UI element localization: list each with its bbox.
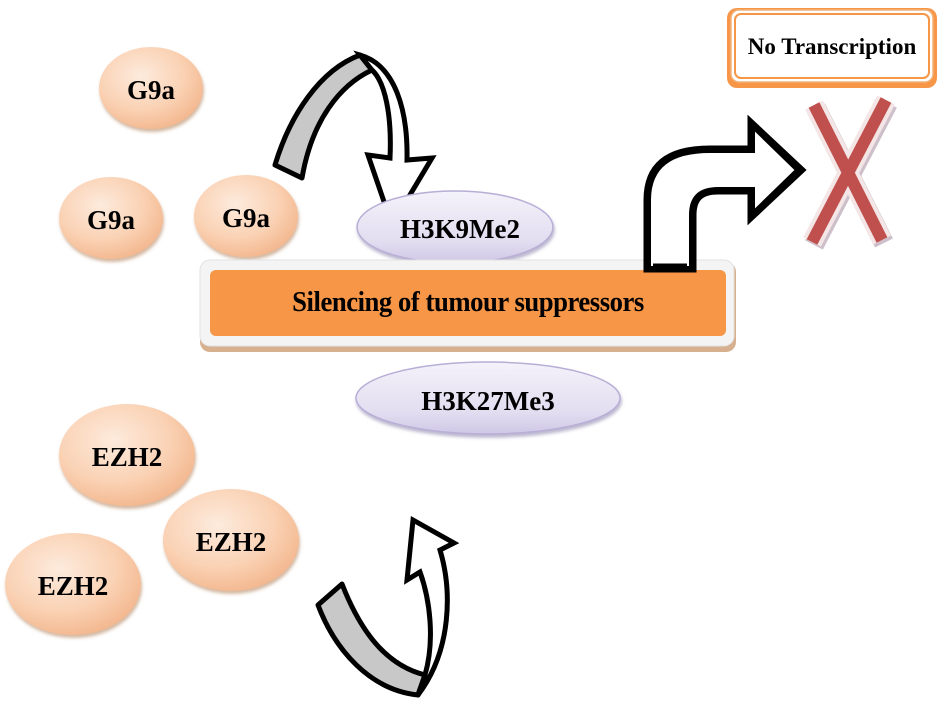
enzyme-ezh2: EZH2 — [5, 533, 141, 635]
outcome-label: No Transcription — [748, 34, 917, 59]
enzyme-label: G9a — [87, 205, 136, 235]
enzyme-label: EZH2 — [196, 527, 267, 557]
enzyme-oval — [163, 489, 299, 591]
enzyme-oval — [194, 175, 298, 257]
bent-arrow-right-icon — [643, 114, 807, 273]
enzyme-label: EZH2 — [38, 571, 109, 601]
cross-icon — [803, 95, 897, 250]
enzyme-oval — [99, 47, 203, 129]
outcome-box: No Transcription — [727, 8, 937, 88]
enzyme-oval — [59, 177, 163, 259]
enzyme-label: G9a — [127, 75, 176, 105]
enzyme-g9a: G9a — [59, 177, 163, 259]
enzyme-g9a: G9a — [194, 175, 298, 257]
central-process-bar — [199, 259, 736, 352]
mark-label: H3K27Me3 — [421, 386, 554, 416]
histone-mark-h3k27me3: H3K27Me3 — [355, 361, 621, 435]
histone-mark-h3k9me2: H3K9Me2 — [356, 190, 554, 264]
enzyme-oval — [59, 404, 195, 506]
enzyme-g9a: G9a — [99, 47, 203, 129]
enzyme-oval — [5, 533, 141, 635]
curved-arrow-up-icon — [315, 515, 460, 698]
central-process-label: Silencing of tumour suppressors — [292, 285, 644, 318]
curved-arrow-down-icon — [272, 50, 437, 231]
enzyme-label: EZH2 — [92, 442, 163, 472]
enzyme-label: G9a — [222, 203, 271, 233]
enzyme-ezh2: EZH2 — [59, 404, 195, 506]
enzyme-ezh2: EZH2 — [163, 489, 299, 591]
mark-label: H3K9Me2 — [400, 214, 520, 244]
